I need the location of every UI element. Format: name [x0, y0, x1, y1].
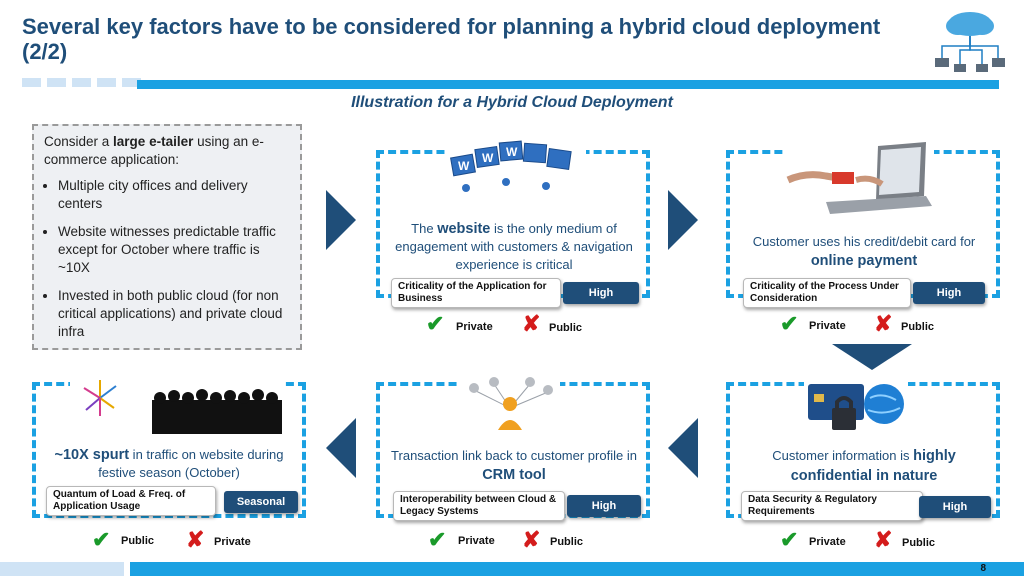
slide-title: Several key factors have to be considere…: [22, 14, 881, 64]
text-pre: The: [411, 221, 438, 236]
payment-description: Customer uses his credit/debit card for …: [738, 232, 990, 271]
footer-bar: [130, 562, 1024, 576]
option-a-label: Public: [121, 535, 155, 547]
laptop-card-payment-icon: [786, 140, 934, 220]
option-b-label: Public: [550, 536, 584, 548]
spurt-description: ~10X spurt in traffic on website during …: [38, 446, 300, 482]
text-post: is the only medium of engagement with cu…: [395, 221, 633, 272]
svg-text:W: W: [482, 151, 494, 165]
intro-bullet: Multiple city offices and delivery cente…: [58, 177, 290, 213]
option-a-label: Private: [456, 321, 493, 333]
level-badge: High: [563, 282, 639, 304]
check-icon: ✔: [780, 527, 799, 552]
level-badge: High: [919, 496, 991, 518]
text-bold: ~10X spurt: [54, 447, 130, 463]
svg-text:W: W: [506, 145, 518, 159]
intro-lead-pre: Consider a: [44, 134, 114, 149]
footer-accent: [0, 562, 124, 576]
option-b-label: Public: [902, 537, 936, 549]
criterion-label: Quantum of Load & Freq. of Application U…: [46, 486, 216, 516]
intro-lead-post: using an e-commerce application:: [44, 134, 264, 167]
svg-text:W: W: [458, 159, 470, 173]
intro-bullet: Invested in both public cloud (for non c…: [58, 287, 290, 341]
criterion-label: Criticality of the Application for Busin…: [391, 278, 561, 308]
intro-bullets: Multiple city offices and delivery cente…: [44, 177, 290, 341]
arrow-right-icon: [326, 190, 356, 250]
level-badge: High: [913, 282, 985, 304]
level-badge: High: [567, 495, 641, 517]
cross-icon: ✘: [522, 311, 541, 336]
text-bold: highly confidential in nature: [790, 448, 956, 484]
cloud-network-icon: [935, 12, 1005, 72]
cross-icon: ✘: [522, 527, 541, 552]
option-b-label: Public: [549, 322, 583, 334]
intro-bullet: Website witnesses predictable traffic ex…: [58, 223, 290, 277]
intro-lead-bold: large e-tailer: [113, 134, 194, 149]
decorative-squares: [22, 78, 141, 87]
header-divider: [137, 80, 999, 89]
intro-lead: Consider a large e-tailer using an e-com…: [44, 133, 290, 169]
check-icon: ✔: [780, 311, 799, 336]
text-post: in traffic on website during festive sea…: [98, 447, 284, 480]
text-pre: Transaction link back to customer profil…: [391, 448, 637, 463]
page-number: 8: [980, 563, 986, 574]
cross-icon: ✘: [186, 527, 205, 552]
check-icon: ✔: [426, 311, 445, 336]
check-icon: ✔: [428, 527, 447, 552]
cross-icon: ✘: [874, 311, 893, 336]
text-pre: Customer uses his credit/debit card for: [752, 234, 976, 249]
option-b-label: Private: [214, 536, 251, 548]
text-bold: CRM tool: [482, 467, 546, 483]
security-description: Customer information is highly confident…: [738, 446, 990, 486]
criterion-label: Data Security & Regulatory Requirements: [741, 491, 923, 521]
level-badge: Seasonal: [224, 491, 298, 513]
cross-icon: ✘: [874, 527, 893, 552]
crm-description: Transaction link back to customer profil…: [388, 446, 640, 485]
arrow-left-icon: [326, 418, 356, 478]
website-description: The website is the only medium of engage…: [388, 220, 640, 274]
arrow-down-icon: [832, 344, 912, 370]
slide-subtitle: Illustration for a Hybrid Cloud Deployme…: [351, 94, 673, 111]
people-network-icon: [460, 376, 560, 432]
option-a-label: Private: [458, 535, 495, 547]
check-icon: ✔: [92, 527, 111, 552]
festive-crowd-icon: [70, 378, 284, 436]
arrow-left-icon: [668, 418, 698, 478]
intro-box: Consider a large e-tailer using an e-com…: [32, 124, 302, 350]
criterion-label: Criticality of the Process Under Conside…: [743, 278, 911, 308]
criterion-label: Interoperability between Cloud & Legacy …: [393, 491, 565, 521]
text-bold: website: [437, 221, 491, 237]
secure-data-globe-icon: [804, 378, 908, 436]
option-a-label: Private: [809, 320, 846, 332]
option-a-label: Private: [809, 536, 846, 548]
text-bold: online payment: [810, 253, 918, 269]
text-pre: Customer information is: [772, 448, 914, 463]
option-b-label: Public: [901, 321, 935, 333]
arrow-right-icon: [668, 190, 698, 250]
